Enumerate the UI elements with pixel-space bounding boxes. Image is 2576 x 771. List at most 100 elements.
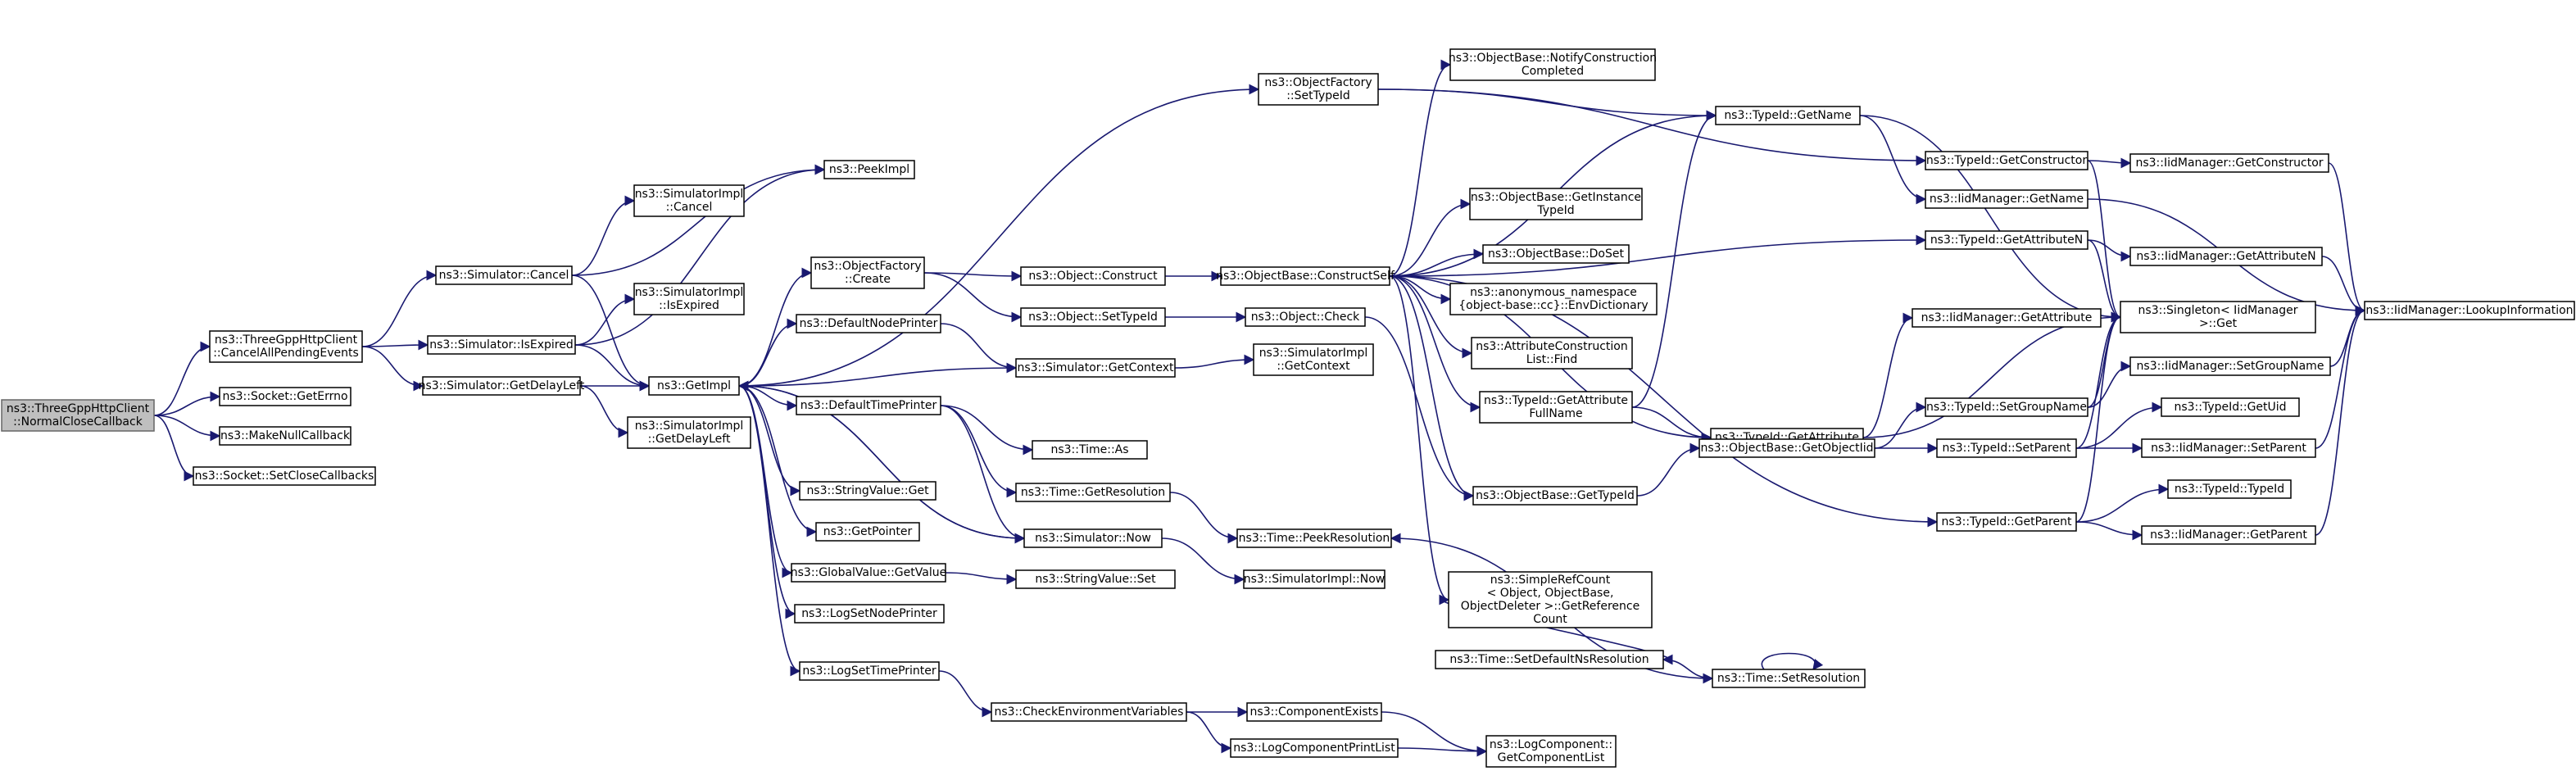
node-time-set-res[interactable]: ns3::Time::SetResolution (1712, 669, 1866, 688)
node-log-set-time[interactable]: ns3::LogSetTimePrinter (799, 661, 940, 681)
node-box (2129, 356, 2331, 376)
node-impl-get-delay-left[interactable]: ns3::SimulatorImpl::GetDelayLeft (627, 416, 751, 449)
node-time-peek-res[interactable]: ns3::Time::PeekResolution (1236, 528, 1392, 548)
edge-log-set-time-to-check-env (938, 670, 993, 718)
nodes-layer: ns3::ThreeGppHttpClient::NormalCloseCall… (1, 48, 2575, 768)
node-box (1448, 571, 1653, 628)
node-of-set-type-id[interactable]: ns3::ObjectFactory::SetTypeId (1258, 73, 1379, 106)
node-log-set-node[interactable]: ns3::LogSetNodePrinter (794, 604, 945, 624)
node-obj-check[interactable]: ns3::Object::Check (1245, 307, 1366, 327)
node-label: ns3::SimulatorImpl (635, 420, 744, 433)
node-box (2120, 301, 2316, 333)
node-tid-set-parent[interactable]: ns3::TypeId::SetParent (1936, 438, 2077, 458)
node-peek-impl[interactable]: ns3::PeekImpl (823, 160, 915, 179)
node-label: ns3::TypeId::GetParent (1942, 515, 2072, 528)
node-iid-get-name[interactable]: ns3::IidManager::GetName (1925, 189, 2088, 209)
node-tid-get-constructor[interactable]: ns3::TypeId::GetConstructor (1925, 151, 2088, 170)
node-singleton-get[interactable]: ns3::Singleton< IidManager>::Get (2120, 301, 2316, 333)
node-tid-type-id[interactable]: ns3::TypeId::TypeId (2167, 479, 2292, 499)
node-label: ns3::ThreeGppHttpClient (215, 333, 358, 347)
node-time-as[interactable]: ns3::Time::As (1032, 440, 1148, 460)
node-get-pointer[interactable]: ns3::GetPointer (815, 522, 920, 542)
node-ob-get-object-iid[interactable]: ns3::ObjectBase::GetObjectIid (1698, 438, 1875, 458)
edge-def-time-printer-to-sim-now (940, 405, 1026, 544)
node-iid-get-constructor[interactable]: ns3::IidManager::GetConstructor (2129, 153, 2329, 173)
node-box (1253, 343, 1374, 376)
node-set-close[interactable]: ns3::Socket::SetCloseCallbacks (193, 466, 376, 486)
node-iid-get-attr-n[interactable]: ns3::IidManager::GetAttributeN (2129, 247, 2323, 266)
node-impl-cancel[interactable]: ns3::SimulatorImpl::Cancel (633, 184, 745, 217)
node-obj-set-type-id[interactable]: ns3::Object::SetTypeId (1020, 307, 1166, 327)
node-iid-set-group[interactable]: ns3::IidManager::SetGroupName (2129, 356, 2331, 376)
node-tid-get-name[interactable]: ns3::TypeId::GetName (1715, 106, 1861, 125)
node-def-node-printer[interactable]: ns3::DefaultNodePrinter (796, 314, 941, 333)
node-gv-get-value[interactable]: ns3::GlobalValue::GetValue (791, 563, 946, 583)
node-root[interactable]: ns3::ThreeGppHttpClient::NormalCloseCall… (1, 399, 155, 432)
edge-cancel-all-to-sim-is-expired (361, 339, 429, 351)
node-box (1925, 230, 2088, 250)
node-sim-is-expired[interactable]: ns3::Simulator::IsExpired (427, 335, 576, 355)
node-label: ns3::IidManager::GetAttribute (1921, 311, 2093, 324)
node-iid-set-parent[interactable]: ns3::IidManager::SetParent (2141, 438, 2316, 458)
edge-sim-cancel-to-peek-impl (571, 164, 826, 276)
node-str-get[interactable]: ns3::StringValue::Get (799, 481, 937, 501)
node-box (1449, 48, 1656, 81)
node-make-null[interactable]: ns3::MakeNullCallback (219, 426, 351, 446)
node-log-comp-print[interactable]: ns3::LogComponentPrintList (1230, 738, 1399, 758)
node-tid-set-group[interactable]: ns3::TypeId::SetGroupName (1925, 397, 2088, 417)
node-get-impl[interactable]: ns3::GetImpl (648, 376, 740, 396)
node-sim-cancel[interactable]: ns3::Simulator::Cancel (435, 265, 573, 285)
node-label: ns3::ObjectFactory (1264, 76, 1372, 89)
node-label: ns3::anonymous_namespace (1470, 286, 1637, 299)
node-impl-now[interactable]: ns3::SimulatorImpl::Now (1243, 569, 1386, 589)
node-sim-get-context[interactable]: ns3::Simulator::GetContext (1015, 358, 1176, 378)
node-label: ns3::TypeId::SetParent (1943, 442, 2071, 455)
node-anon-env-dict[interactable]: ns3::anonymous_namespace{object-base::cc… (1449, 283, 1658, 315)
node-tid-get-parent[interactable]: ns3::TypeId::GetParent (1936, 512, 2077, 532)
node-str-set[interactable]: ns3::StringValue::Set (1015, 569, 1176, 589)
node-time-set-default[interactable]: ns3::Time::SetDefaultNsResolution (1435, 650, 1664, 669)
node-def-time-printer[interactable]: ns3::DefaultTimePrinter (796, 396, 941, 415)
edge-sim-get-context-to-impl-get-context (1174, 354, 1255, 369)
node-box (799, 481, 937, 501)
node-box (796, 314, 941, 333)
node-label: ::SetTypeId (1286, 89, 1350, 102)
node-sim-now[interactable]: ns3::Simulator::Now (1023, 528, 1163, 548)
node-ob-construct-self[interactable]: ns3::ObjectBase::ConstructSelf (1216, 266, 1395, 286)
node-of-create[interactable]: ns3::ObjectFactory::Create (810, 256, 925, 289)
edge-ob-construct-self-to-ob-notify (1389, 59, 1452, 277)
node-sim-get-delay-left[interactable]: ns3::Simulator::GetDelayLeft (419, 376, 585, 396)
node-label: ::GetContext (1277, 360, 1350, 373)
edge-time-set-res-to-time-set-res (1761, 652, 1824, 671)
node-log-comp-get-list[interactable]: ns3::LogComponent::GetComponentList (1485, 735, 1617, 768)
node-ob-do-set[interactable]: ns3::ObjectBase::DoSet (1482, 244, 1630, 264)
edge-tid-get-attr-n-to-singleton-get (2087, 239, 2122, 323)
node-iid-lookup[interactable]: ns3::IidManager::LookupInformation (2364, 301, 2575, 320)
node-box (1936, 512, 2077, 532)
node-label: ns3::SimulatorImpl (635, 286, 744, 299)
node-ob-notify[interactable]: ns3::ObjectBase::NotifyConstructionCompl… (1449, 48, 1657, 81)
node-impl-get-context[interactable]: ns3::SimulatorImpl::GetContext (1253, 343, 1374, 376)
node-cancel-all[interactable]: ns3::ThreeGppHttpClient::CancelAllPendin… (209, 330, 363, 363)
node-obj-construct[interactable]: ns3::Object::Construct (1020, 266, 1166, 286)
node-iid-get-attr[interactable]: ns3::IidManager::GetAttribute (1912, 308, 2102, 328)
node-label: ns3::SimulatorImpl::Now (1244, 573, 1386, 586)
node-tid-get-attr-n[interactable]: ns3::TypeId::GetAttributeN (1925, 230, 2088, 250)
node-get-errno[interactable]: ns3::Socket::GetErrno (219, 387, 351, 406)
node-tid-get-uid[interactable]: ns3::TypeId::GetUid (2161, 397, 2300, 417)
node-ob-get-type-id[interactable]: ns3::ObjectBase::GetTypeId (1472, 486, 1638, 506)
edge-get-impl-to-get-pointer (738, 385, 818, 537)
node-label: ns3::Socket::SetCloseCallbacks (195, 469, 374, 483)
edge-tid-get-attr-to-singleton-get (1862, 311, 2122, 438)
node-iid-get-parent[interactable]: ns3::IidManager::GetParent (2141, 525, 2316, 545)
node-time-get-res[interactable]: ns3::Time::GetResolution (1015, 483, 1171, 502)
edge-cancel-all-to-sim-get-delay-left (361, 346, 424, 392)
node-simple-ref-count[interactable]: ns3::SimpleRefCount< Object, ObjectBase,… (1448, 571, 1653, 628)
node-comp-exists[interactable]: ns3::ComponentExists (1246, 702, 1382, 722)
node-check-env[interactable]: ns3::CheckEnvironmentVariables (991, 702, 1187, 722)
node-impl-is-expired[interactable]: ns3::SimulatorImpl::IsExpired (633, 283, 745, 315)
node-label: ns3::ObjectBase::GetTypeId (1476, 489, 1635, 502)
